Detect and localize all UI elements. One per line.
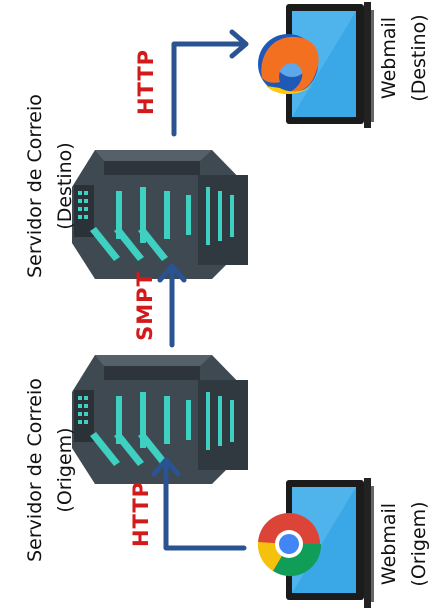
- webmail-origin-title: Webmail: [378, 503, 400, 585]
- server-origin-title: Servidor de Correio: [24, 378, 46, 562]
- edge-label-http-in: HTTP: [129, 481, 153, 547]
- chrome-icon: [257, 513, 322, 577]
- server-destination-subtitle: (Destino): [54, 142, 76, 229]
- server-destination: [72, 150, 248, 279]
- edge-label-smtp: SMPT: [133, 271, 157, 341]
- server-origin: [72, 355, 248, 484]
- webmail-destination-title: Webmail: [378, 17, 400, 99]
- webmail-destination-subtitle: (Destino): [408, 14, 430, 101]
- label-webmail-destination: Webmail (Destino): [378, 14, 430, 101]
- server-origin-subtitle: (Origem): [54, 427, 76, 512]
- arrow-http-out: [171, 29, 249, 137]
- firefox-icon: [258, 34, 319, 94]
- arrow-http-in: [151, 457, 247, 551]
- edge-label-http-out: HTTP: [134, 49, 158, 115]
- label-server-destination: Servidor de Correio (Destino): [24, 94, 76, 278]
- laptop-destination: [286, 2, 374, 128]
- arrow-smtp: [157, 263, 187, 348]
- label-server-origin: Servidor de Correio (Origem): [24, 378, 76, 562]
- server-destination-title: Servidor de Correio: [24, 94, 46, 278]
- webmail-origin-subtitle: (Origem): [408, 501, 430, 586]
- label-webmail-origin: Webmail (Origem): [378, 501, 430, 586]
